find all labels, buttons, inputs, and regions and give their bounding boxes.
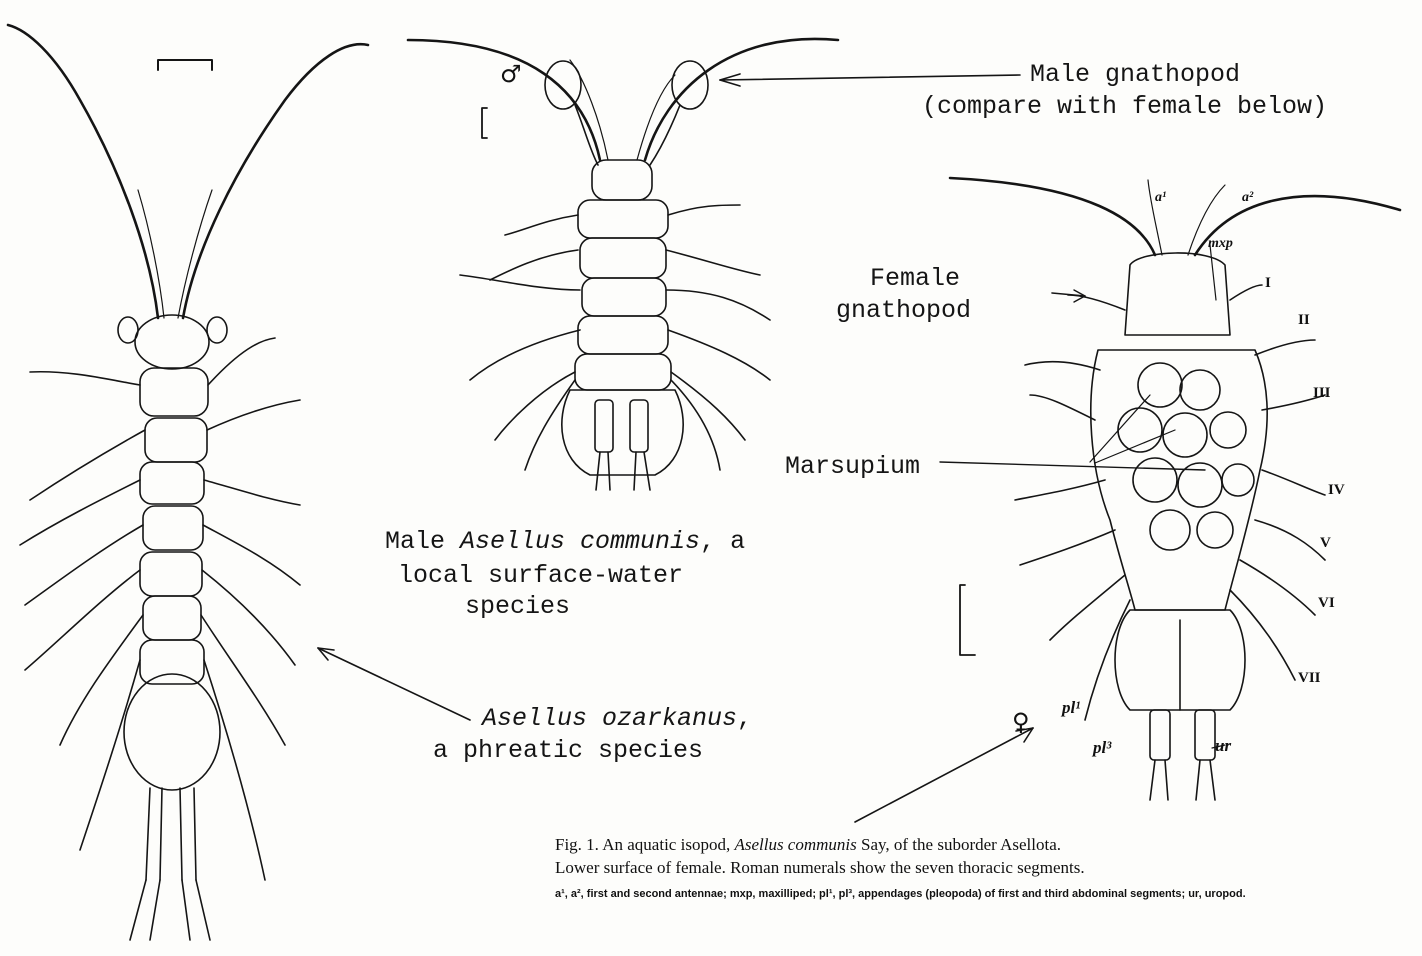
figure-caption-note: a¹, a², first and second antennae; mxp, … — [555, 888, 1375, 901]
segment-label-IV: IV — [1328, 482, 1345, 499]
segment-label-V: V — [1320, 535, 1331, 552]
part-label-pl1: pl¹ — [1062, 698, 1080, 718]
part-label-pl3: pl³ — [1093, 738, 1111, 758]
figure-caption-line1: Fig. 1. An aquatic isopod, Asellus commu… — [555, 833, 1375, 856]
male-species-caption-suffix: , a — [700, 527, 745, 556]
ozarkanus-caption-line2: a phreatic species — [433, 736, 703, 766]
male-gnathopod-label-line2: (compare with female below) — [922, 92, 1327, 122]
male-species-caption-prefix: Male — [385, 527, 460, 556]
ozarkanus-caption-comma: , — [737, 704, 752, 733]
segment-label-III: III — [1313, 385, 1331, 402]
female-symbol: ♀ — [1012, 708, 1030, 736]
male-gnathopod-label-line1: Male gnathopod — [1030, 60, 1240, 90]
ozarkanus-caption-name: Asellus ozarkanus — [482, 704, 737, 733]
part-label-a1: a¹ — [1155, 190, 1166, 206]
caption-fig-prefix: Fig. 1. An aquatic isopod, — [555, 835, 734, 854]
part-label-mxp: mxp — [1208, 236, 1233, 252]
ozarkanus-caption-line1: Asellus ozarkanus, — [482, 704, 752, 734]
female-gnathopod-label-line1: Female — [870, 264, 960, 294]
segment-label-II: II — [1298, 312, 1310, 329]
male-species-caption-line1: Male Asellus communis, a — [385, 527, 745, 557]
part-label-a2: a² — [1242, 190, 1253, 206]
segment-label-VI: VI — [1318, 595, 1335, 612]
segment-label-I: I — [1265, 275, 1271, 292]
part-label-ur: ur — [1215, 736, 1231, 756]
segment-label-VII: VII — [1298, 670, 1321, 687]
marsupium-label: Marsupium — [785, 452, 920, 482]
asellus-ozarkanus-drawing — [8, 25, 470, 940]
male-symbol: ♂ — [500, 60, 522, 88]
male-species-caption-line2: local surface-water — [398, 561, 683, 591]
male-species-caption-line3: species — [465, 592, 570, 622]
female-gnathopod-label-line2: gnathopod — [836, 296, 971, 326]
caption-suffix: Say, of the suborder Asellota. — [857, 835, 1061, 854]
figure-caption: Fig. 1. An aquatic isopod, Asellus commu… — [555, 833, 1375, 879]
male-species-caption-name: Asellus communis — [460, 527, 700, 556]
caption-species-name: Asellus communis — [734, 835, 856, 854]
figure-caption-line2: Lower surface of female. Roman numerals … — [555, 856, 1375, 879]
